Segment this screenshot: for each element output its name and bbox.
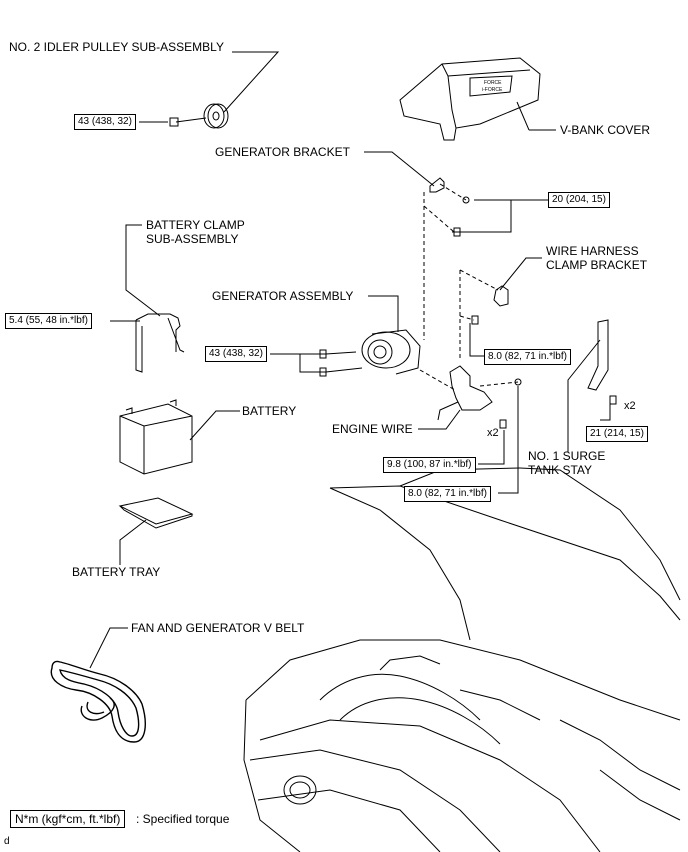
leader-vbank-2 — [516, 101, 530, 131]
leader-battery-clamp — [125, 224, 161, 317]
legend-description: : Specified torque — [136, 812, 230, 826]
battery-art — [119, 399, 193, 475]
cover-text-1: FORCE — [484, 80, 502, 86]
label-wire-harness-1: WIRE HARNESS — [546, 244, 639, 258]
footer-code: d — [4, 836, 10, 847]
harness-bracket-art — [471, 285, 509, 325]
legend-unit-box: N*m (kgf*cm, ft.*lbf) — [10, 810, 126, 828]
leader-enginewire-torque-2 — [498, 386, 519, 494]
battery-clamp-art — [135, 313, 185, 373]
label-generator-assembly: GENERATOR ASSEMBLY — [212, 289, 354, 303]
engine-wire-art — [437, 365, 522, 429]
label-battery-clamp-1: BATTERY CLAMP — [146, 218, 245, 232]
leader-enginewire-torque — [478, 430, 505, 465]
label-surge-tank-2: TANK STAY — [528, 463, 593, 477]
label-vbank-cover: V-BANK COVER — [560, 123, 651, 137]
leader-gen-torque-2 — [299, 354, 326, 373]
dash-bracket-3 — [423, 205, 455, 233]
count-engine-wire: x2 — [487, 427, 499, 439]
leader-engine-wire — [418, 409, 461, 430]
leader-harness-bracket — [499, 257, 542, 291]
label-engine-wire: ENGINE WIRE — [332, 422, 413, 436]
cover-text-2: i-FORCE — [482, 87, 503, 93]
dash-harness-3 — [459, 315, 475, 321]
leader-idler — [223, 51, 280, 113]
leader-harness-torque — [469, 323, 484, 357]
generator-bracket-art — [429, 177, 470, 237]
torque-harness-bracket: 8.0 (82, 71 in.*lbf) — [484, 349, 571, 365]
battery-tray-art — [118, 497, 194, 529]
leader-belt — [89, 627, 128, 669]
dash-engine-2 — [479, 381, 519, 387]
torque-generator-bolts: 43 (438, 32) — [205, 346, 267, 362]
torque-engine-wire-nut: 9.8 (100, 87 in.*lbf) — [383, 457, 476, 473]
label-generator-bracket: GENERATOR BRACKET — [215, 145, 350, 159]
count-surge-tank: x2 — [624, 400, 636, 412]
label-battery-tray: BATTERY TRAY — [72, 565, 161, 579]
leader-generator — [368, 295, 399, 332]
vbank-cover-art — [399, 57, 541, 141]
torque-engine-wire-bolt: 8.0 (82, 71 in.*lbf) — [404, 486, 491, 502]
torque-bracket-bolts: 20 (204, 15) — [548, 192, 610, 208]
torque-idler-bolt: 43 (438, 32) — [74, 114, 136, 130]
idler-pulley-art — [169, 103, 229, 129]
vehicle-art — [243, 467, 681, 852]
label-surge-tank-1: NO. 1 SURGE — [528, 449, 606, 463]
label-battery: BATTERY — [242, 404, 297, 418]
label-fan-belt: FAN AND GENERATOR V BELT — [131, 621, 305, 635]
leader-tray — [119, 519, 147, 565]
generator-art — [319, 329, 421, 377]
dash-bracket-2 — [439, 183, 467, 201]
torque-battery-clamp: 5.4 (55, 48 in.*lbf) — [5, 313, 92, 329]
leader-surge-torque — [600, 402, 611, 421]
leader-battery — [189, 410, 240, 441]
leader-surge — [567, 339, 601, 452]
surge-tank-stay-art — [587, 319, 617, 405]
v-belt-art — [50, 660, 146, 743]
torque-surge-tank: 21 (214, 15) — [586, 426, 648, 442]
leader-bracket-bolts — [458, 199, 512, 233]
dash-harness-2 — [459, 269, 499, 291]
label-battery-clamp-2: SUB-ASSEMBLY — [146, 232, 239, 246]
label-wire-harness-2: CLAMP BRACKET — [546, 258, 648, 272]
leader-gen-bracket — [364, 151, 435, 187]
label-idler-pulley: NO. 2 IDLER PULLEY SUB-ASSEMBLY — [9, 40, 224, 54]
